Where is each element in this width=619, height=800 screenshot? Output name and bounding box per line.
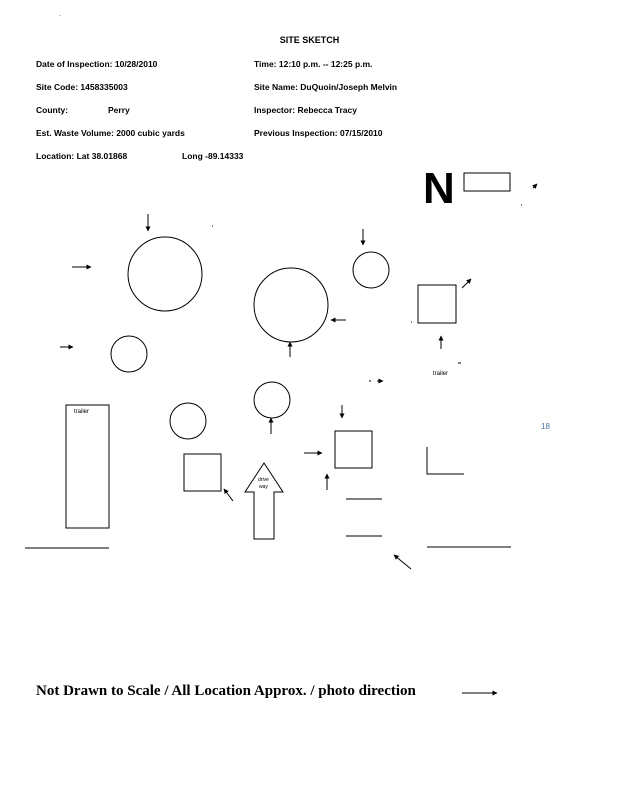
waste-volume: Est. Waste Volume: 2000 cubic yards <box>36 128 185 138</box>
north-indicator: N <box>423 164 455 213</box>
inspection-time: Time: 12:10 p.m. -- 12:25 p.m. <box>254 59 373 69</box>
driveway-shape <box>244 462 284 540</box>
photo-arrow <box>393 554 412 570</box>
photo-number: 18 <box>541 422 550 431</box>
trailer-left <box>65 404 110 529</box>
tank-small-left <box>110 335 148 373</box>
tank-small-mid <box>169 402 207 440</box>
box-right-upper <box>417 284 457 324</box>
date-of-inspection: Date of Inspection: 10/28/2010 <box>36 59 158 69</box>
driveway-label-2: way <box>259 484 268 490</box>
driveway-label-1: drive <box>258 477 269 483</box>
site-code: Site Code: 1458335003 <box>36 82 128 92</box>
photo-arrow <box>461 278 472 289</box>
tank-small-top-right <box>352 251 390 289</box>
box-left-lower <box>183 453 222 492</box>
tank-small-center <box>253 381 291 419</box>
location-latitude: Location: Lat 38.01868 <box>36 151 128 161</box>
footer-note: Not Drawn to Scale / All Location Approx… <box>36 683 416 699</box>
page-title: SITE SKETCH <box>279 35 340 45</box>
tank-large-left <box>127 236 203 312</box>
trailer-left-label: trailer <box>74 409 90 415</box>
north-marker-box <box>463 172 511 192</box>
inspector: Inspector: Rebecca Tracy <box>254 105 357 115</box>
structure-right-l <box>426 447 464 475</box>
box-center-right <box>334 430 373 469</box>
tank-large-center <box>253 267 329 343</box>
corner-mark: . <box>59 12 61 18</box>
location-longitude: Long -89.14333 <box>182 151 244 161</box>
trailer-right-label: trailer <box>433 371 449 377</box>
photo-arrow <box>223 488 234 502</box>
north-tick-arrow <box>532 183 538 189</box>
site-name: Site Name: DuQuoin/Joseph Melvin <box>254 82 398 92</box>
county-value: Perry <box>108 105 130 115</box>
previous-inspection: Previous Inspection: 07/15/2010 <box>254 128 383 138</box>
county-label: County: <box>36 105 69 115</box>
